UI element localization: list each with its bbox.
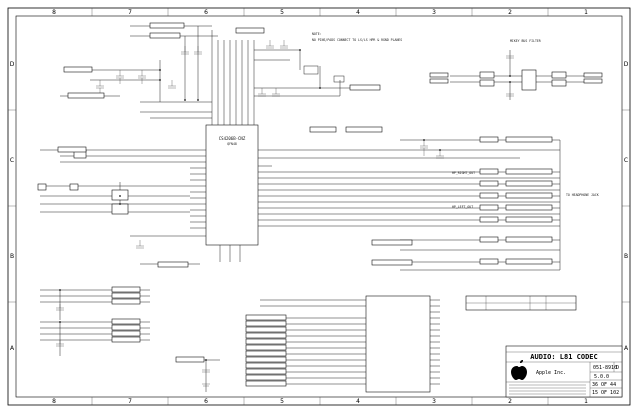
- row-d-right: D: [624, 61, 629, 68]
- revision-number: 5.0.0: [594, 374, 609, 380]
- col-8-bottom: 8: [52, 398, 56, 405]
- junction-dots: [59, 49, 511, 361]
- col-1-top: 1: [584, 9, 588, 16]
- doc-number: 051-8910: [593, 365, 617, 371]
- col-1-bottom: 1: [584, 398, 588, 405]
- row-b-left: B: [10, 253, 14, 260]
- series-resistors: [479, 136, 499, 265]
- col-4-top: 4: [356, 9, 360, 16]
- col-4-bottom: 4: [356, 398, 360, 405]
- left-caps: [56, 240, 144, 347]
- col-5-top: 5: [280, 9, 284, 16]
- rev-letter: D: [616, 365, 619, 371]
- row-labels: D C B A D C B A: [10, 61, 629, 352]
- title-block-fineprint: [509, 384, 586, 395]
- company-name: Apple Inc.: [536, 370, 566, 376]
- col-2-bottom: 2: [508, 398, 512, 405]
- row-a-left: A: [10, 345, 15, 352]
- mic-bias-label: [175, 356, 205, 363]
- second-ic-net-flags: [245, 314, 287, 387]
- column-labels-top: 8 7 6 5 4 3 2 1: [52, 9, 588, 16]
- row-d-left: D: [10, 61, 15, 68]
- output-net-labels: [309, 126, 553, 266]
- mikey-bus-filter: MIKEY BUS FILTER: [429, 39, 603, 100]
- col-3-bottom: 3: [432, 398, 436, 405]
- codec-left-pins: [190, 149, 206, 237]
- left-components: [37, 146, 189, 343]
- hp-caps: [420, 140, 444, 159]
- headphone-jack-label: TO HEADPHONE JACK: [566, 193, 599, 197]
- outer-frame: [7, 7, 631, 406]
- col-7-top: 7: [128, 9, 132, 16]
- codec-part-label: CS4206B-CNZ: [219, 136, 246, 141]
- mic-bias-caps: [202, 369, 210, 387]
- row-c-right: C: [624, 157, 628, 164]
- net-labels-top-left: [63, 22, 265, 99]
- note-block: NOTE: NO PINS/PADS CONNECT TO LS/LS HPR …: [312, 32, 402, 42]
- apple-logo-icon: [511, 360, 527, 380]
- title-block-title: AUDIO: L81 CODEC: [530, 353, 597, 361]
- sheet-number: 36 OF 44: [592, 382, 616, 388]
- revision-table: [465, 295, 577, 311]
- caps-top-left: [96, 46, 202, 94]
- note-title: NOTE:: [312, 32, 322, 36]
- row-c-left: C: [10, 157, 14, 164]
- codec-ic: CS4206B-CNZ QFN48: [190, 30, 272, 262]
- net-label-vreg: [349, 84, 381, 91]
- second-ic: [245, 295, 440, 393]
- second-ic-right-pins: [430, 299, 440, 385]
- codec-bottom-pins: [219, 245, 241, 262]
- column-ruler: [8, 8, 630, 405]
- row-a-right: A: [624, 345, 629, 352]
- hp-right-out-label: HP_RIGHT_OUT: [452, 171, 475, 175]
- page-number: 15 OF 102: [592, 390, 619, 396]
- col-8-top: 8: [52, 9, 56, 16]
- title-block: AUDIO: L81 CODEC Apple Inc. 051-8910 D 5…: [505, 345, 623, 398]
- col-6-top: 6: [204, 9, 208, 16]
- codec-right-pins: [258, 149, 272, 227]
- hp-left-out-label: HP_LEFT_OUT: [452, 205, 473, 209]
- col-5-bottom: 5: [280, 398, 284, 405]
- row-b-right: B: [624, 253, 628, 260]
- inner-frame: [15, 15, 623, 398]
- column-labels-bottom: 8 7 6 5 4 3 2 1: [52, 398, 588, 405]
- note-line: NO PINS/PADS CONNECT TO LS/LS HPR & RGND…: [312, 38, 402, 42]
- codec-top-pins: [211, 30, 255, 125]
- codec-package-label: QFN48: [227, 142, 237, 146]
- mikey-filter-title: MIKEY BUS FILTER: [510, 39, 541, 43]
- regulator-caps: [258, 40, 345, 97]
- mic-bias-network: [180, 359, 220, 392]
- col-7-bottom: 7: [128, 398, 132, 405]
- col-6-bottom: 6: [204, 398, 208, 405]
- col-3-top: 3: [432, 9, 436, 16]
- col-2-top: 2: [508, 9, 512, 16]
